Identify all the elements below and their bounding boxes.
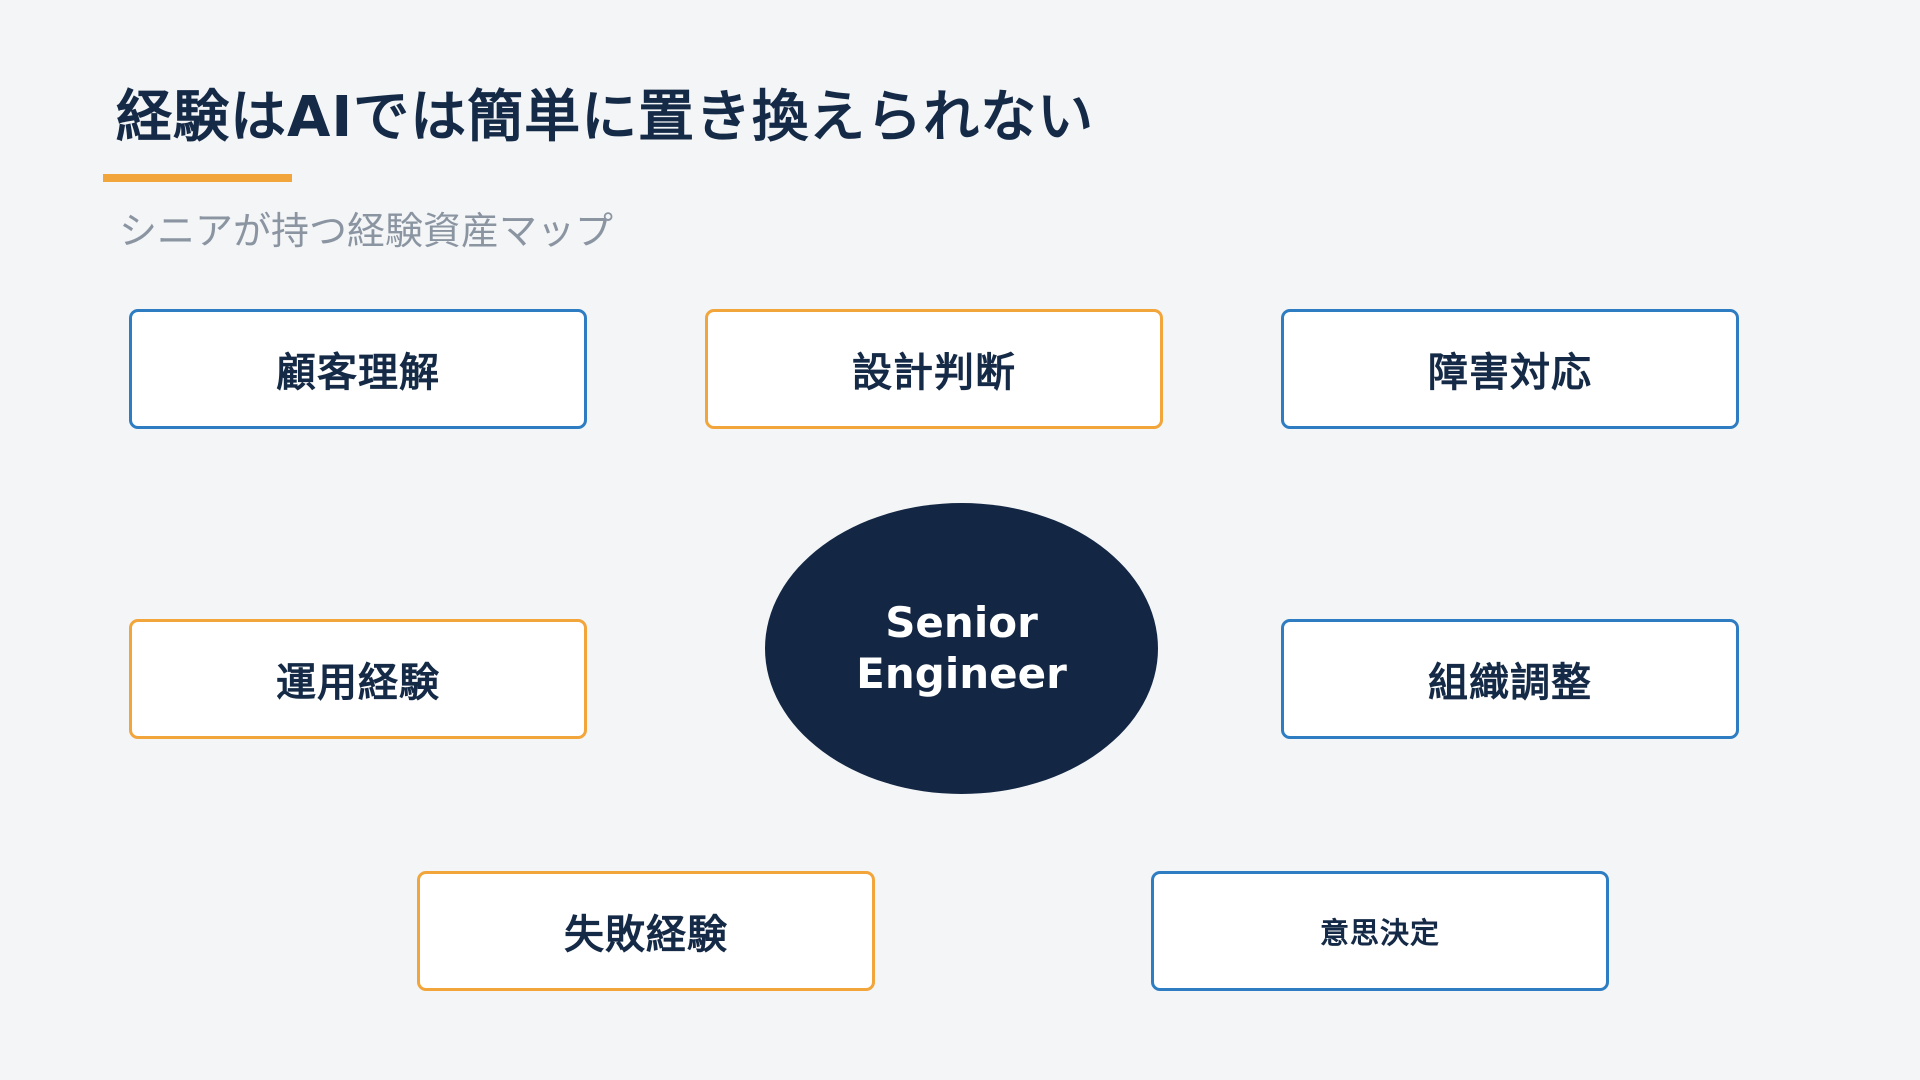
node-failure-experience: 失敗経験: [417, 871, 875, 991]
center-label: Senior Engineer: [812, 598, 1112, 699]
node-label: 組織調整: [1428, 660, 1592, 706]
center-label-line2: Engineer: [856, 648, 1067, 698]
node-decision-making: 意思決定: [1151, 871, 1609, 991]
node-operations-experience: 運用経験: [129, 619, 587, 739]
node-label: 顧客理解: [276, 350, 440, 396]
node-incident-response: 障害対応: [1281, 309, 1739, 429]
title-accent-bar: [103, 174, 292, 182]
node-label: 障害対応: [1428, 350, 1592, 396]
center-senior-engineer: Senior Engineer: [765, 503, 1158, 794]
node-organizational-coordination: 組織調整: [1281, 619, 1739, 739]
node-label: 失敗経験: [564, 912, 728, 958]
node-design-judgment: 設計判断: [705, 309, 1163, 429]
center-label-line1: Senior: [885, 598, 1038, 648]
slide-title: 経験はAIでは簡単に置き換えられない: [116, 85, 1095, 150]
slide-subtitle: シニアが持つ経験資産マップ: [119, 209, 614, 253]
node-label: 運用経験: [276, 660, 440, 706]
node-customer-understanding: 顧客理解: [129, 309, 587, 429]
node-label: 意思決定: [1319, 916, 1440, 950]
node-label: 設計判断: [852, 350, 1016, 396]
